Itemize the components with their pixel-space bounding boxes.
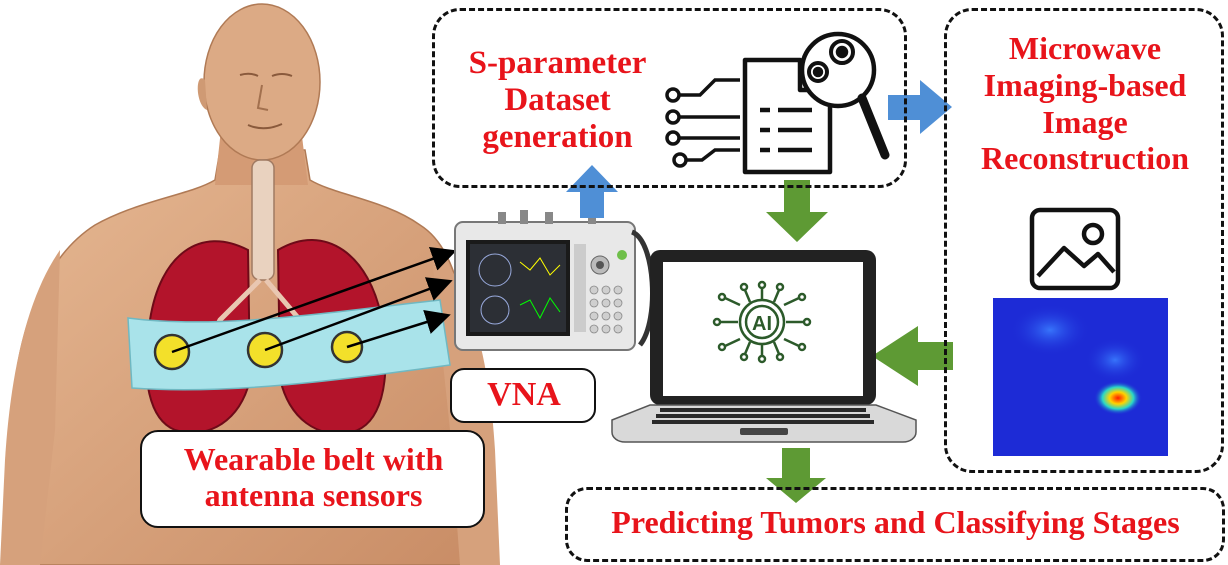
image-picture-icon xyxy=(1029,207,1121,291)
belt-label-line-1: Wearable belt with xyxy=(183,441,444,477)
circuit-lines-icon xyxy=(665,78,740,168)
microwave-heatmap-image xyxy=(993,298,1168,456)
trachea xyxy=(251,159,275,281)
belt-label-box xyxy=(140,430,485,528)
laptop-icon xyxy=(611,250,917,443)
sensor-link-2 xyxy=(264,277,453,352)
blue-arrow-up xyxy=(566,165,618,218)
prediction-label: Predicting Tumors and Classifying Stages xyxy=(611,504,1180,540)
belt-label: Wearable belt with antenna sensors xyxy=(142,441,485,514)
dataset-label-line-2: Dataset xyxy=(504,81,611,118)
head xyxy=(203,3,321,161)
imaging-label-line-4: Reconstruction xyxy=(981,140,1189,177)
sensor-link-1 xyxy=(171,246,457,354)
belt-label-line-2: antenna sensors xyxy=(204,476,423,513)
dataset-generation-label: S-parameter Dataset generation xyxy=(445,45,670,156)
vna-label-box xyxy=(450,368,596,423)
prediction-panel xyxy=(565,487,1225,562)
ear xyxy=(197,78,207,110)
left-arm xyxy=(0,250,60,565)
dataset-label-line-3: generation xyxy=(482,118,633,155)
ai-chip-icon xyxy=(712,280,812,364)
image-reconstruction-label: Microwave Imaging-based Image Reconstruc… xyxy=(950,30,1220,177)
imaging-label-line-1: Microwave xyxy=(1008,30,1162,66)
green-arrow-down-top xyxy=(766,180,828,242)
imaging-label-line-3: Image xyxy=(1042,103,1128,140)
sensor-link-3 xyxy=(346,310,451,349)
blue-arrow-right xyxy=(888,80,952,134)
vna-analyzer xyxy=(454,210,655,351)
document-magnifier-gears-icon xyxy=(742,31,890,175)
vna-label: VNA xyxy=(487,376,561,413)
ai-chip-label: AI xyxy=(752,313,772,335)
image-reconstruction-panel xyxy=(944,8,1224,473)
dataset-generation-panel xyxy=(432,8,907,188)
imaging-label-line-2: Imaging-based xyxy=(983,66,1187,103)
wearable-belt xyxy=(127,299,451,391)
dataset-label-line-1: S-parameter xyxy=(468,45,647,81)
green-arrow-left xyxy=(872,326,953,386)
